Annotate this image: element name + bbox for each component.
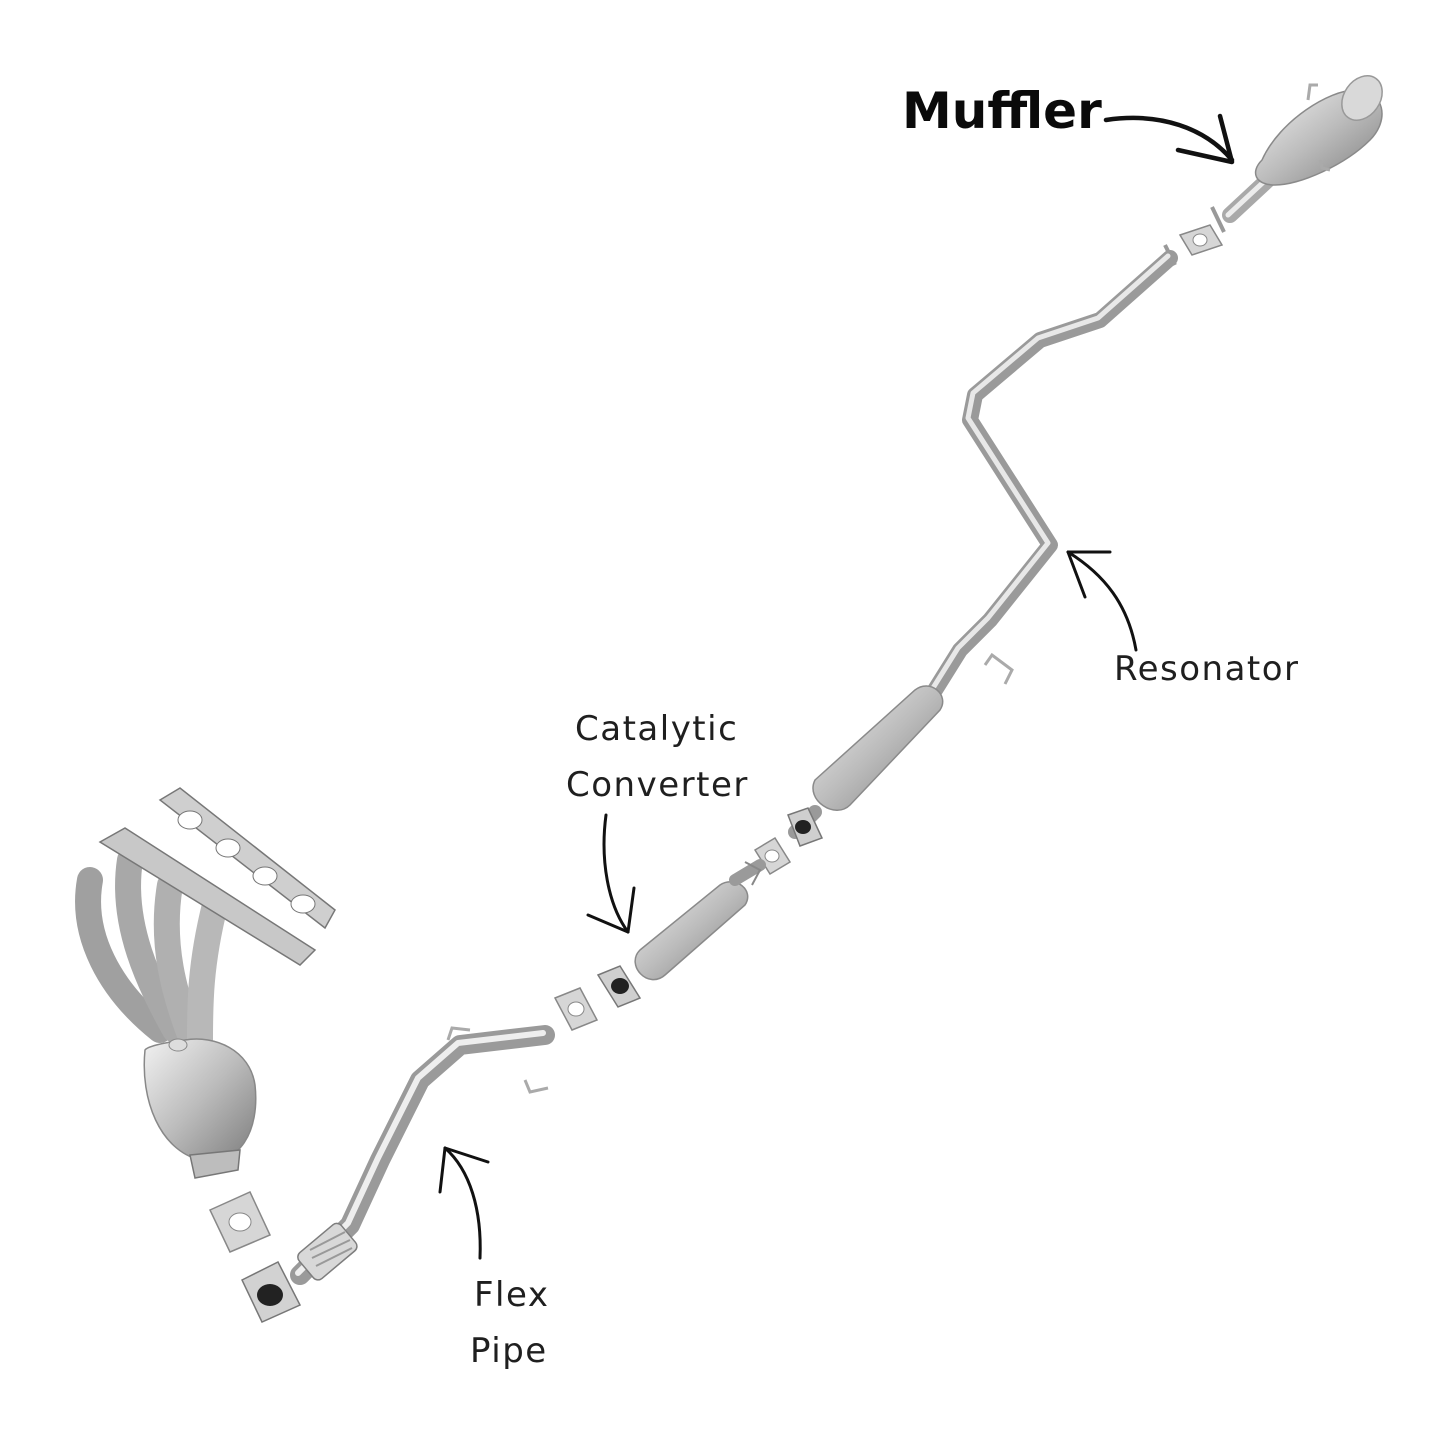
muffler-part xyxy=(1222,75,1383,223)
resonator-label: Resonator xyxy=(1114,649,1300,689)
flex-pipe-arrow xyxy=(438,1146,490,1260)
resonator-part xyxy=(787,685,944,847)
resonator-arrow xyxy=(1066,550,1138,652)
catalytic-converter-part xyxy=(596,859,766,1008)
flex-pipe-part xyxy=(241,1025,555,1323)
flex-pipe-label-line1: Flex xyxy=(474,1275,550,1315)
muffler-label: Muffler xyxy=(902,82,1102,140)
muffler-gasket xyxy=(1163,206,1226,266)
catalytic-arrow xyxy=(586,813,636,934)
manifold-outlet-gasket xyxy=(208,1191,272,1253)
flex-pipe-label-line2: Pipe xyxy=(470,1331,548,1371)
exhaust-manifold-part xyxy=(75,827,317,1179)
catalytic-label-line2: Converter xyxy=(566,765,749,805)
manifold-gasket xyxy=(158,787,336,930)
catalytic-label-line1: Catalytic xyxy=(575,709,739,749)
intermediate-pipe xyxy=(927,250,1178,698)
catalytic-gasket xyxy=(553,987,599,1031)
muffler-arrow xyxy=(1103,113,1235,165)
